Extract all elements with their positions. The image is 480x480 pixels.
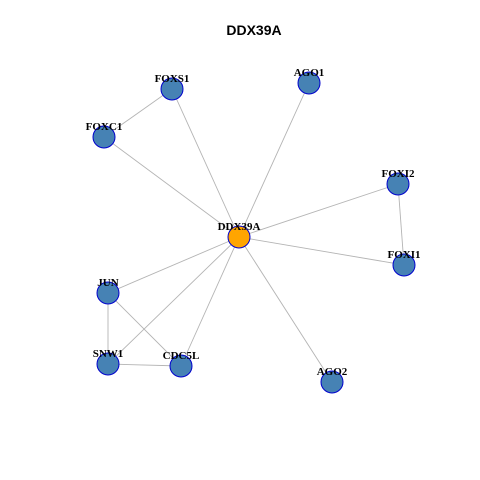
node-circle-foxi1 — [392, 253, 416, 277]
node-jun: JUN — [96, 277, 120, 305]
node-label-cdc5l: CDC5L — [163, 350, 200, 362]
edge-foxs1-foxc1 — [103, 88, 173, 138]
node-circle-snw1 — [96, 352, 120, 376]
edge-foxi2-foxi1 — [397, 183, 405, 266]
node-circle-cdc5l — [169, 354, 193, 378]
node-ddx39a: DDX39A — [218, 221, 261, 249]
node-label-snw1: SNW1 — [93, 348, 124, 360]
edge-ddx39a-foxs1 — [171, 88, 240, 238]
edge-snw1-cdc5l — [107, 363, 182, 367]
edge-ddx39a-foxi2 — [238, 183, 399, 238]
node-label-ddx39a: DDX39A — [218, 221, 261, 233]
node-circle-ago1 — [297, 71, 321, 95]
node-ago2: AGO2 — [317, 366, 348, 394]
node-label-jun: JUN — [97, 277, 118, 289]
node-label-foxi2: FOXI2 — [382, 168, 416, 180]
edge-ddx39a-foxc1 — [103, 136, 240, 238]
node-snw1: SNW1 — [93, 348, 124, 376]
node-foxc1: FOXC1 — [86, 121, 123, 149]
node-label-foxs1: FOXS1 — [155, 73, 190, 85]
node-circle-ddx39a — [227, 225, 251, 249]
node-ago1: AGO1 — [294, 67, 325, 95]
node-foxs1: FOXS1 — [155, 73, 190, 101]
node-label-foxi1: FOXI1 — [388, 249, 421, 261]
edge-ddx39a-ago2 — [238, 236, 333, 383]
node-foxi2: FOXI2 — [382, 168, 416, 196]
node-circle-foxi2 — [386, 172, 410, 196]
edge-ddx39a-cdc5l — [180, 236, 240, 367]
edges-layer — [103, 82, 405, 383]
edge-ddx39a-ago1 — [238, 82, 310, 238]
edge-ddx39a-jun — [107, 236, 240, 294]
node-foxi1: FOXI1 — [388, 249, 421, 277]
node-label-ago2: AGO2 — [317, 366, 348, 378]
node-label-foxc1: FOXC1 — [86, 121, 123, 133]
node-label-ago1: AGO1 — [294, 67, 325, 79]
node-circle-foxs1 — [160, 77, 184, 101]
edge-jun-cdc5l — [107, 292, 182, 367]
edge-ddx39a-foxi1 — [238, 236, 405, 266]
graph-title: DDX39A — [226, 22, 281, 38]
node-cdc5l: CDC5L — [163, 350, 200, 378]
node-circle-ago2 — [320, 370, 344, 394]
node-circle-foxc1 — [92, 125, 116, 149]
edge-ddx39a-snw1 — [107, 236, 240, 365]
node-circle-jun — [96, 281, 120, 305]
